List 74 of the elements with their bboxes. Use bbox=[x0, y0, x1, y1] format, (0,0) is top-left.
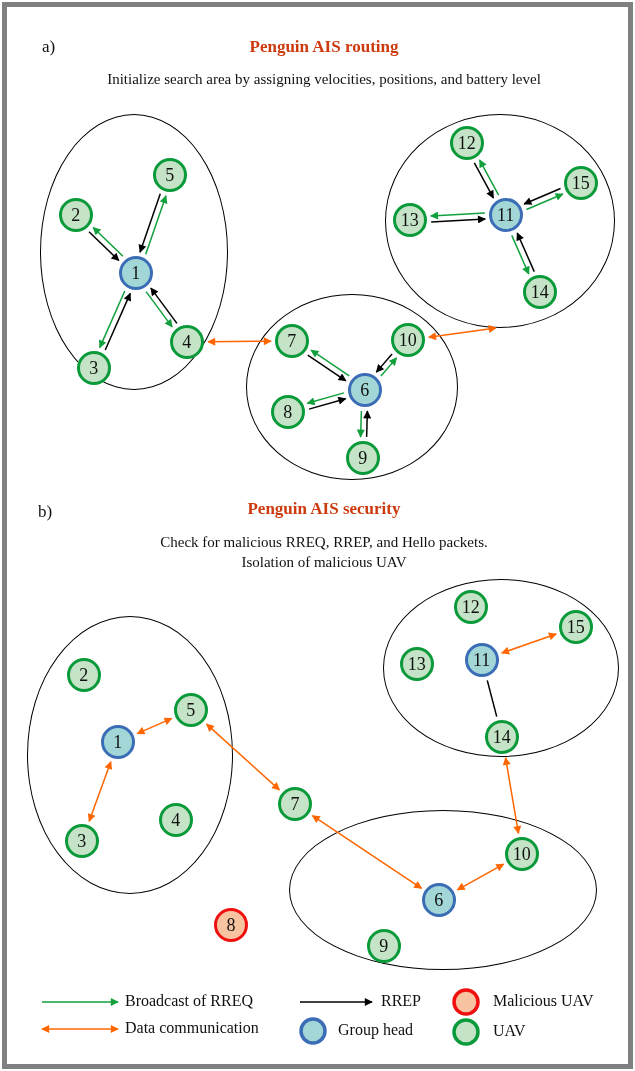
arrow bbox=[138, 193, 162, 253]
arrow bbox=[306, 392, 345, 406]
malicious-uav-node: 8 bbox=[214, 908, 248, 942]
arrow bbox=[311, 814, 423, 890]
arrow bbox=[428, 324, 497, 341]
legend-text: UAV bbox=[493, 1022, 526, 1040]
group-head-node: 1 bbox=[100, 724, 135, 759]
group-head-node: 6 bbox=[347, 372, 382, 407]
arrow bbox=[150, 287, 178, 325]
arrow bbox=[104, 292, 131, 351]
arrow bbox=[430, 215, 486, 224]
arrow bbox=[363, 410, 372, 438]
legend-text: Broadcast of RREQ bbox=[125, 992, 253, 1010]
uav-node: 15 bbox=[558, 609, 593, 644]
section-title: Penguin AIS security bbox=[247, 499, 401, 519]
arrow bbox=[473, 162, 495, 199]
group-head-node: 1 bbox=[118, 255, 153, 290]
uav-node: 7 bbox=[278, 787, 312, 821]
uav-node: 10 bbox=[504, 836, 539, 871]
arrow bbox=[523, 187, 562, 205]
uav-node: 7 bbox=[274, 323, 309, 358]
uav-node: 13 bbox=[392, 202, 427, 237]
section-title: Penguin AIS routing bbox=[249, 37, 399, 57]
arrow bbox=[136, 717, 173, 735]
uav-node: 12 bbox=[449, 125, 484, 160]
uav-node: 5 bbox=[173, 692, 208, 727]
panel-label: a) bbox=[42, 37, 56, 57]
arrow bbox=[356, 410, 365, 438]
arrow bbox=[310, 349, 350, 377]
arrow bbox=[307, 354, 347, 382]
arrow bbox=[516, 232, 535, 273]
arrow bbox=[501, 632, 557, 655]
description-text: Check for malicious RREQ, RREP, and Hello packets. Isolation of malicious UAV bbox=[159, 533, 489, 572]
legend-text: Malicious UAV bbox=[493, 992, 594, 1010]
arrow bbox=[144, 195, 168, 255]
uav-node: 12 bbox=[453, 589, 488, 624]
legend-text: RREP bbox=[381, 992, 421, 1010]
uav-node: 13 bbox=[399, 646, 434, 681]
uav-node: 2 bbox=[58, 197, 93, 232]
uav-node: 10 bbox=[390, 322, 425, 357]
uav-node: 15 bbox=[563, 165, 598, 200]
arrow bbox=[375, 353, 393, 373]
uav-node: 14 bbox=[522, 274, 557, 309]
arrow bbox=[502, 756, 522, 835]
arrow bbox=[99, 290, 126, 349]
arrow bbox=[456, 863, 505, 891]
arrow bbox=[87, 761, 113, 822]
uav-node: 14 bbox=[484, 719, 519, 754]
arrow bbox=[145, 290, 173, 328]
panel-label: b) bbox=[38, 502, 53, 522]
uav-node: 5 bbox=[152, 157, 187, 192]
legend-text: Group head bbox=[338, 1021, 414, 1039]
arrow bbox=[511, 234, 530, 275]
uav-node: 4 bbox=[158, 802, 193, 837]
arrow bbox=[380, 357, 398, 377]
group-head-node: 11 bbox=[464, 642, 499, 677]
uav-node: 9 bbox=[366, 928, 401, 963]
description-text: Initialize search area by assigning velocities, positions, and battery level bbox=[107, 71, 541, 88]
group-head-node: 11 bbox=[488, 197, 523, 232]
arrow bbox=[478, 159, 500, 196]
group-head-node: 6 bbox=[421, 882, 456, 917]
uav-node: 3 bbox=[76, 350, 111, 385]
legend-text: Data communication bbox=[125, 1019, 259, 1037]
uav-node: 9 bbox=[345, 440, 380, 475]
uav-node: 8 bbox=[270, 394, 305, 429]
uav-node: 3 bbox=[64, 823, 99, 858]
arrow bbox=[205, 723, 281, 791]
arrow bbox=[525, 193, 564, 211]
arrow bbox=[207, 337, 272, 346]
arrow bbox=[430, 211, 486, 220]
arrow bbox=[308, 396, 347, 410]
connector-line bbox=[486, 679, 498, 718]
uav-node: 4 bbox=[169, 324, 204, 359]
uav-node: 2 bbox=[66, 657, 101, 692]
